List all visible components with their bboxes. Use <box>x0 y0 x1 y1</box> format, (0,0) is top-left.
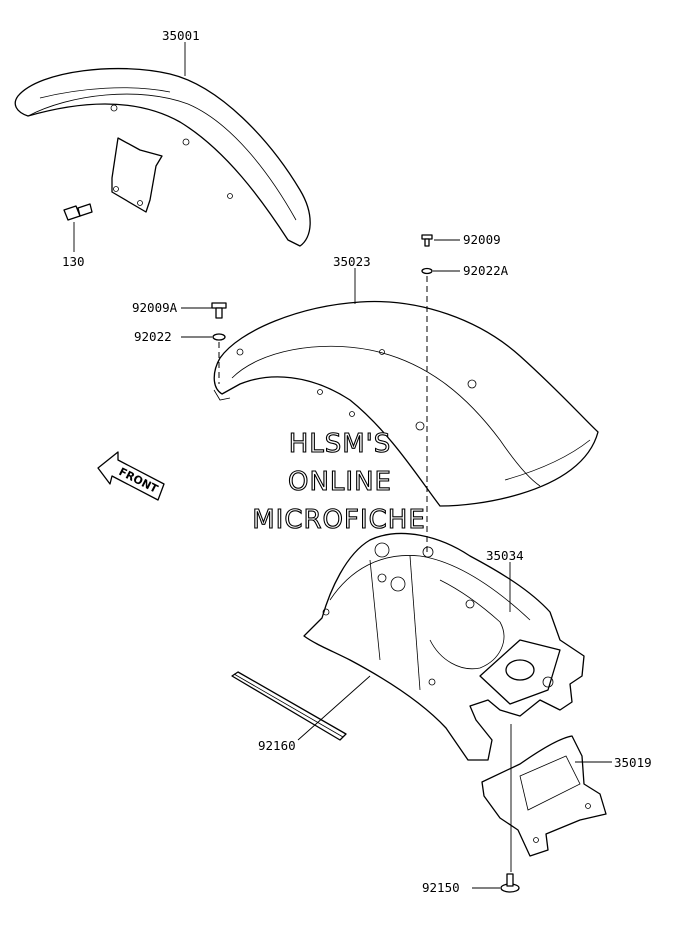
washer-92022 <box>212 333 226 341</box>
bolt-92009a <box>211 302 227 319</box>
bolt-92150 <box>500 873 520 893</box>
strip-92160 <box>231 671 347 741</box>
assembly-lines <box>218 276 512 872</box>
leader-lines <box>73 42 612 889</box>
label-35023: 35023 <box>333 254 371 269</box>
label-92022: 92022 <box>134 329 172 344</box>
label-35034: 35034 <box>486 548 524 563</box>
label-92009a: 92009A <box>132 300 178 315</box>
label-92022a: 92022A <box>463 263 509 278</box>
part-labels: 35001 130 92009 92022A 35023 92009A 9202… <box>62 28 652 895</box>
front-direction-arrow: FRONT <box>97 451 165 501</box>
rear-fender-35023 <box>213 300 599 507</box>
label-92160: 92160 <box>258 738 296 753</box>
bracket-35019 <box>481 735 607 857</box>
watermark-line-3: MICROFICHE <box>252 505 426 535</box>
inner-fender-35034 <box>303 532 585 761</box>
bolt-92009 <box>421 234 433 247</box>
label-35001: 35001 <box>162 28 200 43</box>
front-fender-35001 <box>14 67 311 247</box>
watermark-line-1: HLSM'S <box>289 429 392 459</box>
washer-92022a <box>421 267 433 275</box>
watermark-line-2: ONLINE <box>288 467 392 497</box>
label-35019: 35019 <box>614 755 652 770</box>
label-92150: 92150 <box>422 880 460 895</box>
watermark: HLSM'S ONLINE MICROFICHE <box>252 428 426 535</box>
label-92009: 92009 <box>463 232 501 247</box>
bolt-130 <box>63 203 93 221</box>
label-130: 130 <box>62 254 85 269</box>
